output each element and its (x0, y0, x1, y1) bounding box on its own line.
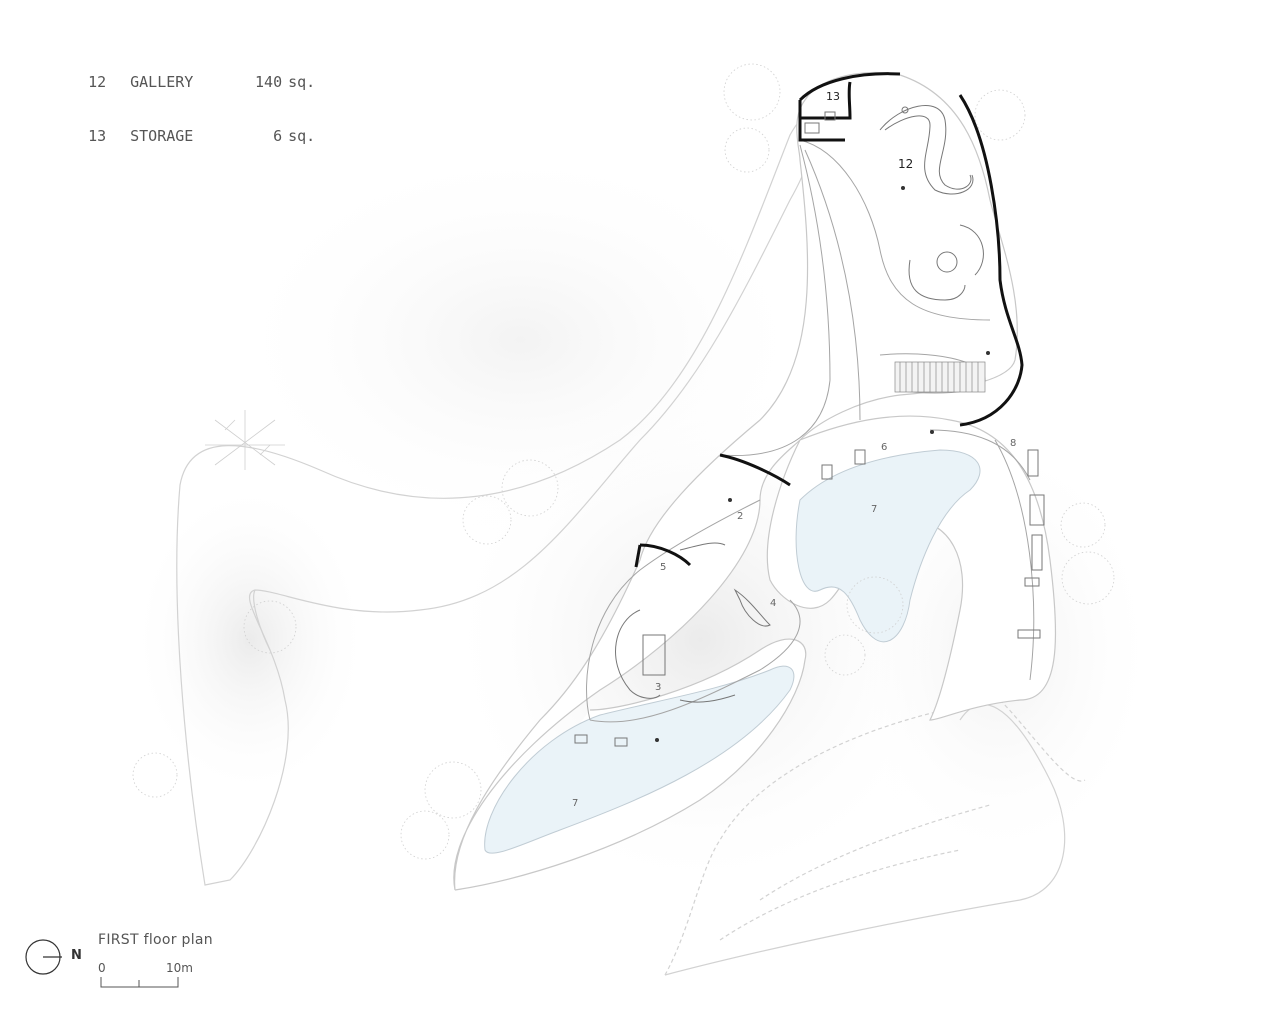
room-label-12: 12 (898, 157, 913, 171)
scale-bar (100, 977, 179, 988)
gallery-walls (634, 72, 1024, 568)
room-label-6: 6 (881, 442, 887, 453)
room-label-5: 5 (660, 562, 666, 573)
furniture-icon (574, 105, 1045, 747)
plan-title: FIRST floor plan (98, 932, 213, 948)
room-label-3: 3 (655, 682, 661, 693)
tree-icon (132, 63, 1115, 860)
legend-number: 12 (88, 73, 107, 91)
north-arrow-icon (25, 939, 62, 975)
legend-area: 6 (273, 127, 283, 145)
legend-name: STORAGE (130, 127, 194, 145)
legend-unit: sq. (288, 73, 316, 91)
legend-row: 12 GALLERY 140 sq. (52, 55, 315, 109)
legend-number: 13 (88, 127, 107, 145)
room-label-13: 13 (826, 90, 840, 103)
legend-area: 140 (255, 73, 283, 91)
stair-icon (894, 361, 986, 393)
room-label-8: 8 (1010, 438, 1016, 449)
north-label: N (71, 948, 82, 963)
room-legend: 12 GALLERY 140 sq. 13 STORAGE 6 sq. (52, 55, 315, 163)
pool (484, 449, 981, 854)
room-label-2: 2 (737, 511, 743, 522)
legend-row: 13 STORAGE 6 sq. (52, 109, 315, 163)
level-marker-icon (655, 186, 990, 742)
room-label-7-lower: 7 (572, 798, 578, 809)
room-label-4: 4 (770, 598, 776, 609)
interior-lines (586, 139, 1035, 723)
scale-end-label: 10m (166, 961, 193, 975)
room-label-7-upper: 7 (871, 504, 877, 515)
legend-unit: sq. (288, 127, 316, 145)
legend-name: GALLERY (130, 73, 194, 91)
scale-start-label: 0 (98, 961, 106, 975)
